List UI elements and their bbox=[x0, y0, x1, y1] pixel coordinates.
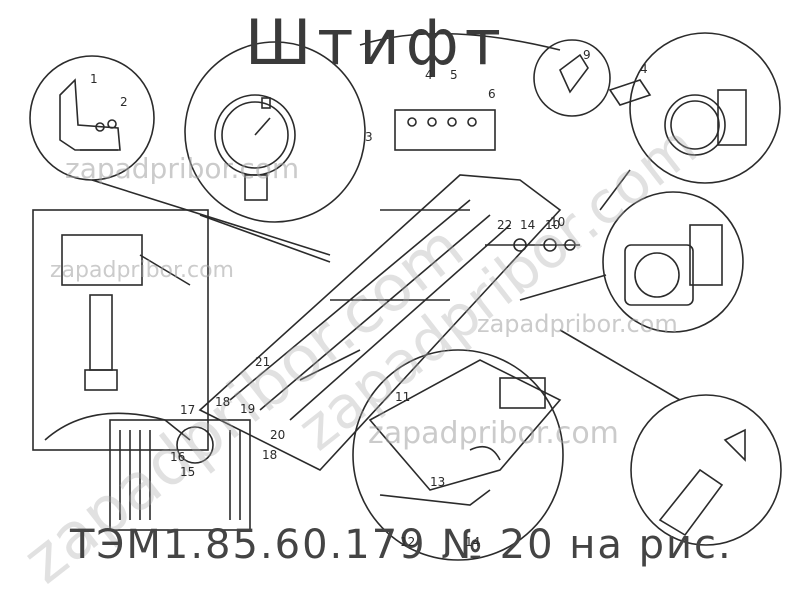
callout-number: 3 bbox=[365, 130, 373, 144]
frame-outline bbox=[198, 174, 562, 471]
callout-number: 15 bbox=[180, 465, 196, 479]
detail-circle-assembly bbox=[352, 349, 564, 561]
caption: ТЭМ1.85.60.179 № 20 на рис. bbox=[70, 522, 733, 568]
callout-number: 16 bbox=[170, 450, 186, 464]
detail-circle-indicator bbox=[629, 32, 781, 184]
watermark-1: zapadpribor.com bbox=[65, 152, 300, 185]
callout-number: 10 bbox=[545, 218, 561, 232]
watermark-4: zapadpribor.com bbox=[368, 416, 619, 451]
callout-number: 12 bbox=[400, 535, 416, 549]
watermark-3: zapadpribor.com bbox=[477, 310, 678, 338]
callout-number: 18 bbox=[262, 448, 278, 462]
callout-number: 9 bbox=[583, 48, 591, 62]
detail-circle-meter bbox=[602, 191, 744, 333]
callout-number: 1 bbox=[90, 72, 98, 86]
callout-number: 11 bbox=[395, 390, 411, 404]
detail-circle-fitting bbox=[533, 39, 611, 117]
callout-number: 18 bbox=[215, 395, 231, 409]
callout-number: 4 bbox=[425, 68, 433, 82]
callout-number: 14 bbox=[465, 535, 481, 549]
callout-number: 20 bbox=[270, 428, 286, 442]
callout-number: 4 bbox=[640, 62, 648, 76]
callout-number: 21 bbox=[255, 355, 271, 369]
radiator bbox=[109, 419, 251, 531]
callout-number: 19 bbox=[240, 402, 256, 416]
callout-number: 2 bbox=[120, 95, 128, 109]
callout-number: 6 bbox=[488, 87, 496, 101]
callout-number: 13 bbox=[430, 475, 446, 489]
callout-number: 14 bbox=[520, 218, 536, 232]
callout-number: 17 bbox=[180, 403, 196, 417]
callout-number: 10 bbox=[550, 215, 566, 229]
callout-number: 5 bbox=[450, 68, 458, 82]
callout-number: 22 bbox=[497, 218, 513, 232]
watermark-2: zapadpribor.com bbox=[50, 258, 234, 283]
detail-circle-connector bbox=[630, 394, 782, 546]
detail-circle-gauge bbox=[184, 41, 366, 223]
page-title: Штифт bbox=[245, 6, 507, 79]
